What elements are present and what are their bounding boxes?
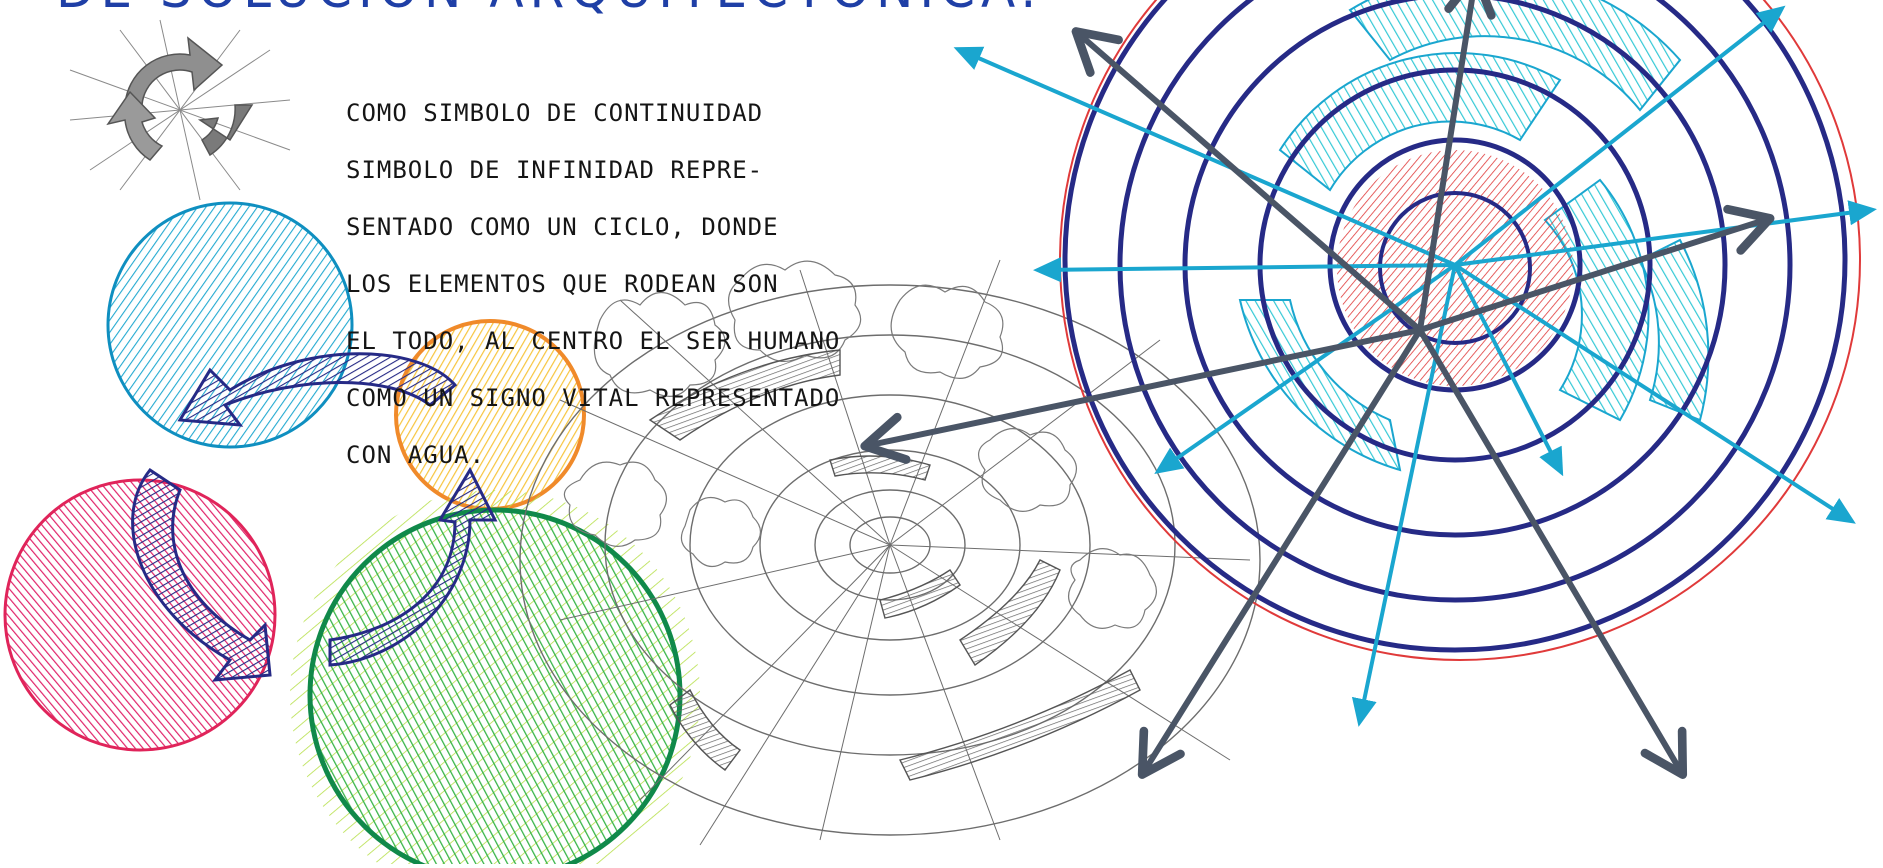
cycle-arrows bbox=[131, 352, 498, 682]
note-line: EL TODO, AL CENTRO EL SER HUMANO bbox=[346, 326, 841, 355]
concentric-circle-diagram bbox=[953, 0, 1877, 727]
note-line: COMO UN SIGNO VITAL REPRESENTADO bbox=[346, 383, 841, 412]
green-circle bbox=[290, 490, 700, 868]
note-line: COMO SIMBOLO DE CONTINUIDAD bbox=[346, 98, 764, 127]
magenta-circle bbox=[3, 478, 277, 752]
concept-note: COMO SIMBOLO DE CONTINUIDAD SIMBOLO DE I… bbox=[346, 70, 1046, 498]
note-line: SIMBOLO DE INFINIDAD REPRE- bbox=[346, 155, 764, 184]
note-line: LOS ELEMENTOS QUE RODEAN SON bbox=[346, 269, 779, 298]
recycle-arrows-icon bbox=[69, 19, 291, 201]
note-line: CON AGUA. bbox=[346, 440, 486, 469]
page-title: DE SOLUCIÓN ARQUITECTÓNICA. bbox=[56, 0, 1042, 19]
slate-direction-arrows bbox=[860, 0, 1775, 779]
pencil-site-plan bbox=[519, 259, 1261, 846]
note-line: SENTADO COMO UN CICLO, DONDE bbox=[346, 212, 779, 241]
